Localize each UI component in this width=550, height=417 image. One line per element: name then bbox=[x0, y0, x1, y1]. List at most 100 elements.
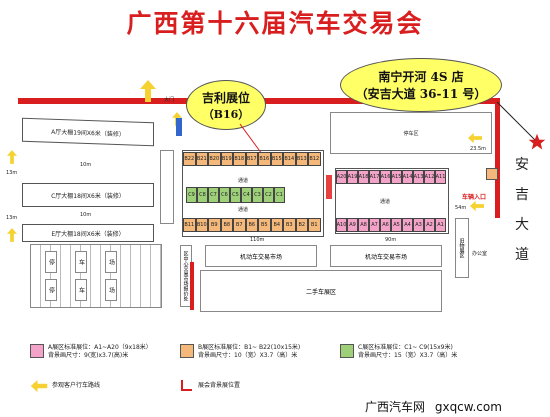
motor-market-2[interactable]: 机动车交易市场 bbox=[330, 245, 442, 267]
booth[interactable]: A18 bbox=[358, 170, 369, 184]
booth[interactable]: A11 bbox=[435, 170, 446, 184]
dim-label: 23.5m bbox=[470, 146, 487, 152]
geely-callout-booth: （B16） bbox=[202, 107, 250, 121]
booth[interactable]: A4 bbox=[402, 218, 413, 232]
booth[interactable]: B4 bbox=[270, 218, 283, 232]
booth[interactable]: B6 bbox=[245, 218, 258, 232]
geely-callout-name: 吉利展位 bbox=[201, 90, 250, 105]
booth[interactable]: C7 bbox=[208, 187, 219, 203]
booth[interactable]: A14 bbox=[402, 170, 413, 184]
parking-grid: 停 车 场 停 车 场 bbox=[30, 244, 162, 308]
hall-e[interactable]: E厅大棚18间X6米（装修） bbox=[22, 224, 154, 242]
passage-label: 通道 bbox=[238, 178, 249, 184]
b-side-strip bbox=[160, 150, 174, 224]
legend: A展区标准展位：A1~A20（9x18米）背景画尺寸：9(宽)x3.7(高)米 … bbox=[30, 342, 530, 394]
booth[interactable]: B18 bbox=[233, 152, 246, 166]
legend-a: A展区标准展位：A1~A20（9x18米）背景画尺寸：9(宽)x3.7(高)米 bbox=[48, 344, 152, 359]
booth[interactable]: A7 bbox=[369, 218, 380, 232]
booth[interactable]: A8 bbox=[358, 218, 369, 232]
booth[interactable]: B3 bbox=[283, 218, 296, 232]
route-arrow-icon bbox=[468, 132, 482, 144]
booth[interactable]: C6 bbox=[219, 187, 230, 203]
hall-e-label: E厅大棚18间X6米（装修） bbox=[51, 230, 125, 238]
dim-label: 54m bbox=[455, 205, 467, 211]
hall-c[interactable]: C厅大棚18间X6米（装修） bbox=[22, 183, 154, 207]
used-car-zone[interactable]: 二手车展区 bbox=[200, 270, 442, 312]
booth[interactable]: A12 bbox=[424, 170, 435, 184]
booth[interactable]: B2 bbox=[295, 218, 308, 232]
parking-area-label: 停车区 bbox=[403, 130, 419, 137]
booth[interactable]: B8 bbox=[220, 218, 233, 232]
right-road bbox=[495, 98, 500, 218]
booth[interactable]: A9 bbox=[347, 218, 358, 232]
footer-site-url: gxqcw.com bbox=[434, 400, 502, 414]
route-arrow-icon bbox=[7, 228, 17, 242]
parking-cell: 车 bbox=[75, 251, 87, 273]
hall-c-label: C厅大棚18间X6米（装修） bbox=[51, 192, 125, 200]
blue-marker bbox=[176, 118, 182, 136]
booth[interactable]: B13 bbox=[295, 152, 308, 166]
booth[interactable]: B1 bbox=[308, 218, 321, 232]
booth[interactable]: A16 bbox=[380, 170, 391, 184]
booth[interactable]: B10 bbox=[195, 218, 208, 232]
b-zone-flag bbox=[326, 175, 332, 199]
gate-label: 大门 bbox=[164, 97, 175, 103]
route-arrow-icon bbox=[470, 200, 484, 212]
booth[interactable]: C8 bbox=[197, 187, 208, 203]
booth[interactable]: A2 bbox=[424, 218, 435, 232]
legend-bg-icon bbox=[181, 380, 192, 391]
legend-b: B展区标准展位：B1~ B22(10x15米)背景画尺寸：10（宽）X3.7（高… bbox=[198, 344, 301, 359]
vehicle-entry-label: 车辆入口 bbox=[462, 194, 487, 201]
geely-callout[interactable]: 吉利展位 （B16） bbox=[186, 80, 266, 130]
booth[interactable]: A20 bbox=[336, 170, 347, 184]
legend-c: C展区标准展位：C1~ C9(15x9米)背景画尺寸：15（宽）X3.7（高）米 bbox=[358, 344, 458, 359]
booth[interactable]: C1 bbox=[274, 187, 285, 203]
dim-label: 10m bbox=[80, 212, 92, 218]
booth[interactable]: B15 bbox=[270, 152, 283, 166]
hall-a-label: A厅大棚19间X6米（装修） bbox=[51, 128, 125, 138]
legend-bg: 展会背景展位置 bbox=[198, 382, 241, 389]
booth[interactable]: C3 bbox=[252, 187, 263, 203]
booth[interactable]: B11 bbox=[183, 218, 196, 232]
motor-market-1[interactable]: 机动车交易市场 bbox=[205, 245, 317, 267]
booth[interactable]: B20 bbox=[208, 152, 221, 166]
booth[interactable]: B21 bbox=[195, 152, 208, 166]
star-icon[interactable] bbox=[528, 133, 546, 151]
booth[interactable]: B5 bbox=[258, 218, 271, 232]
booth[interactable]: B17 bbox=[245, 152, 258, 166]
booth[interactable]: B9 bbox=[208, 218, 221, 232]
booth[interactable]: B16 bbox=[258, 152, 271, 166]
booth[interactable]: C5 bbox=[230, 187, 241, 203]
booth[interactable]: B14 bbox=[283, 152, 296, 166]
booth[interactable]: A15 bbox=[391, 170, 402, 184]
booth[interactable]: C4 bbox=[241, 187, 252, 203]
booth[interactable]: B22 bbox=[183, 152, 196, 166]
route-arrow-icon bbox=[7, 150, 17, 164]
booth[interactable]: A19 bbox=[347, 170, 358, 184]
booth[interactable]: A3 bbox=[413, 218, 424, 232]
booth[interactable]: B19 bbox=[220, 152, 233, 166]
parking-area-top: 停车区 bbox=[330, 112, 492, 154]
booth[interactable]: A10 bbox=[336, 218, 347, 232]
parking-cell: 停 bbox=[45, 251, 57, 273]
road-label-anji: 安 吉 大 道 bbox=[515, 157, 529, 263]
dim-label: 110m bbox=[250, 237, 265, 243]
dealer-callout[interactable]: 南宁开河 4S 店 （安吉大道 36-11 号） bbox=[340, 58, 502, 112]
diagonal-road bbox=[496, 101, 540, 145]
booth[interactable]: A17 bbox=[369, 170, 380, 184]
booth[interactable]: C9 bbox=[186, 187, 197, 203]
booth[interactable]: B7 bbox=[233, 218, 246, 232]
booth[interactable]: B12 bbox=[308, 152, 321, 166]
orange-marker bbox=[486, 168, 498, 180]
hall-a[interactable]: A厅大棚19间X6米（装修） bbox=[22, 117, 154, 147]
booth[interactable]: C2 bbox=[263, 187, 274, 203]
dim-label: 13m bbox=[6, 170, 18, 176]
booth[interactable]: A13 bbox=[413, 170, 424, 184]
booth[interactable]: A1 bbox=[435, 218, 446, 232]
booth[interactable]: A6 bbox=[380, 218, 391, 232]
dim-label: 90m bbox=[385, 237, 397, 243]
booth[interactable]: A5 bbox=[391, 218, 402, 232]
